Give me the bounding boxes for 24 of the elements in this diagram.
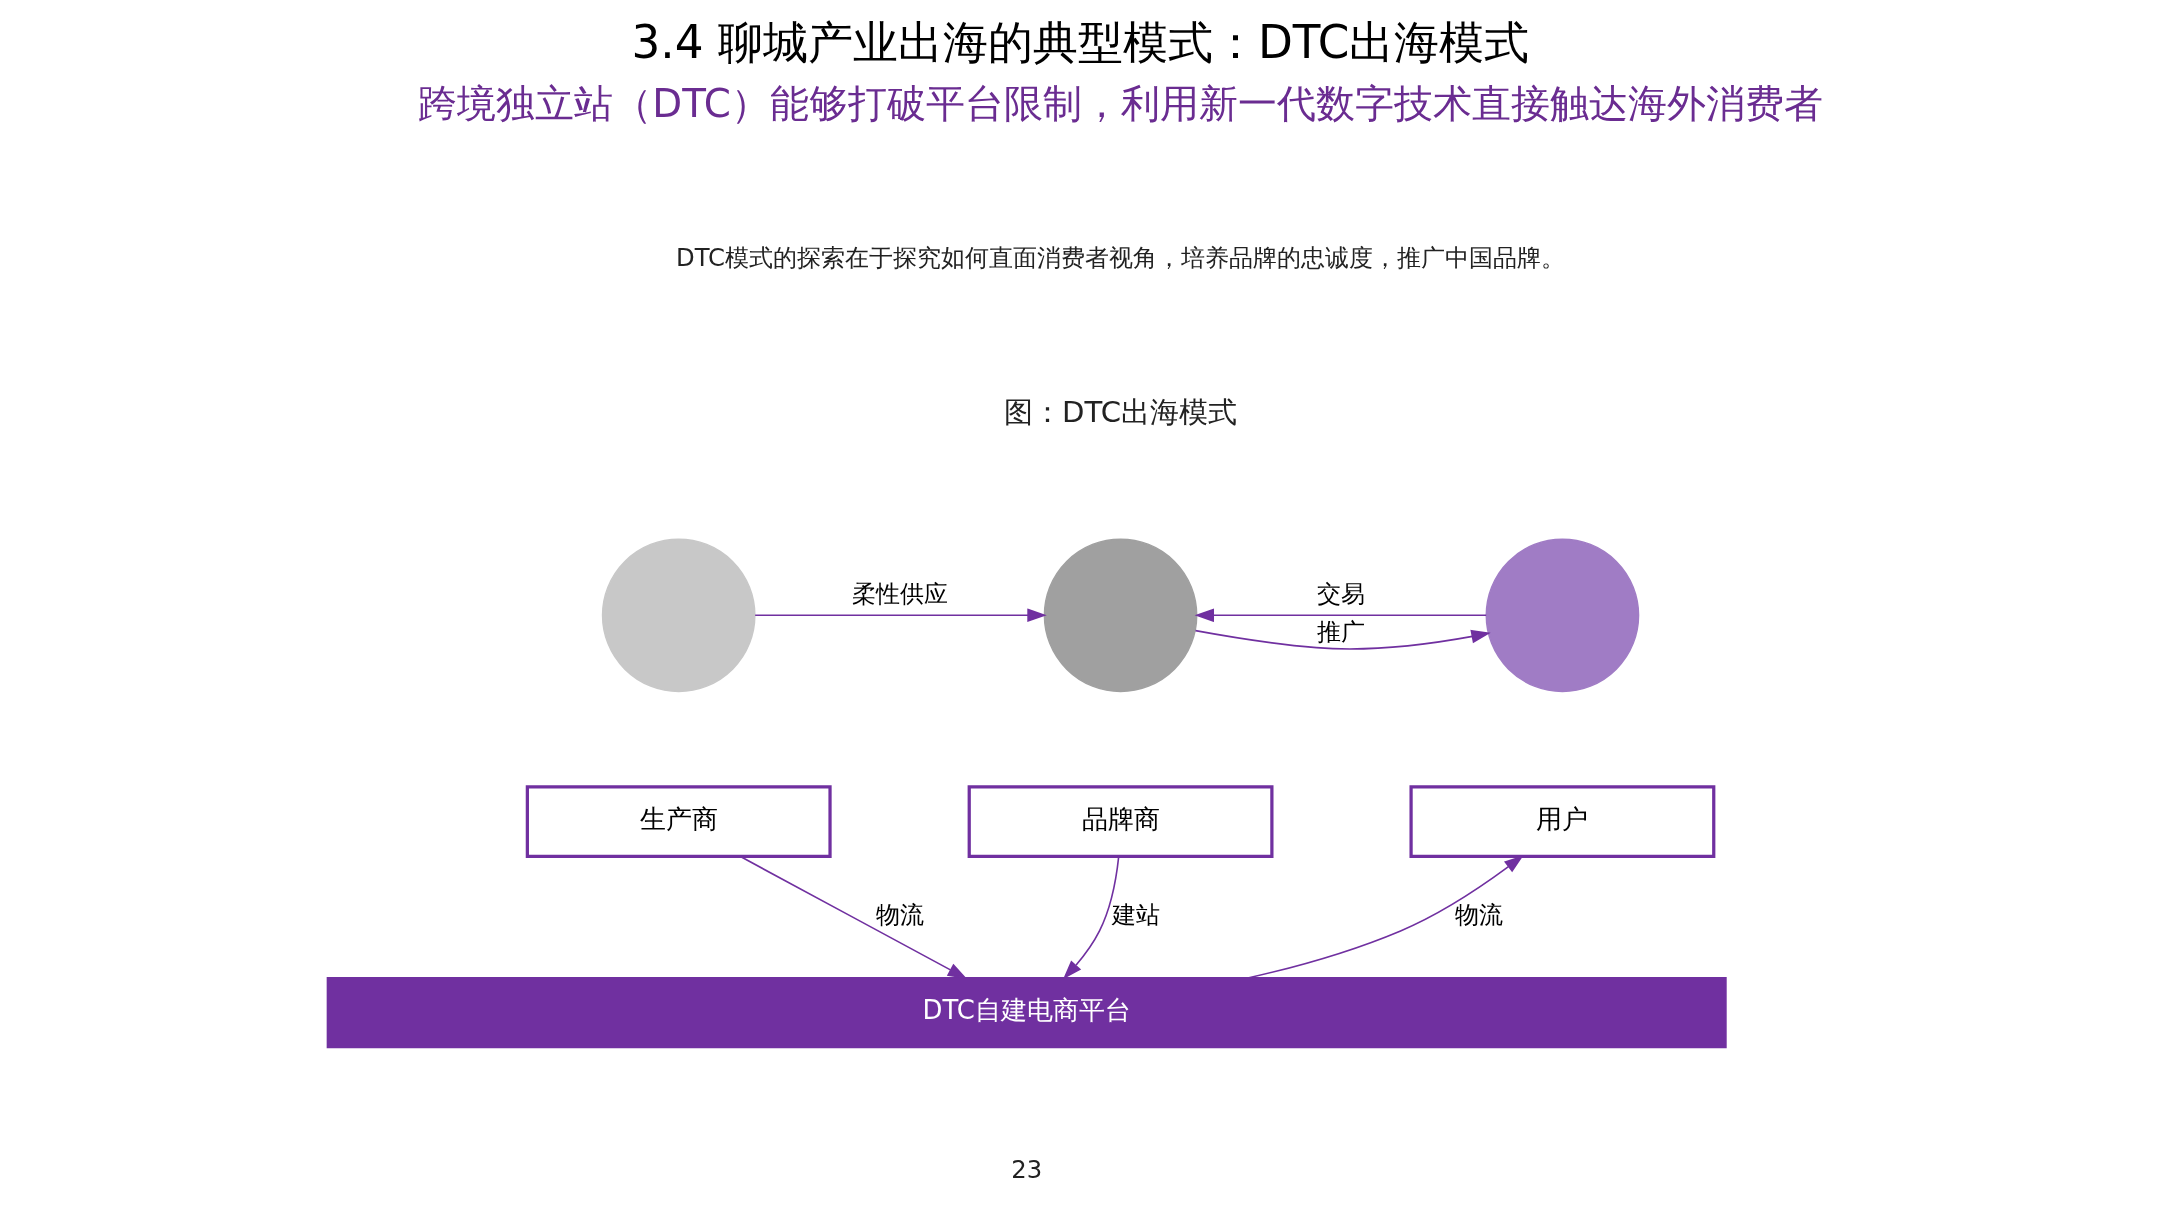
node-person bbox=[601, 538, 756, 693]
label: DTC模式的探索在于探究如何直面消费者视角，培养品牌的忠诚度，推广中国品牌。 bbox=[675, 243, 1565, 273]
edge-label: 交易 bbox=[1316, 580, 1365, 608]
node-box: 品牌商 bbox=[967, 785, 1273, 859]
edge-label: 物流 bbox=[875, 900, 924, 928]
label: 图：DTC出海模式 bbox=[1003, 394, 1237, 429]
node-person bbox=[1485, 538, 1639, 693]
edge-label: 建站 bbox=[1111, 900, 1160, 928]
diagram-title: 3.4 聊城产业出海的典型模式：DTC出海模式 bbox=[631, 15, 1529, 69]
arrow bbox=[1194, 629, 1491, 650]
node-box: DTC自建电商平台 bbox=[326, 977, 1727, 1049]
label: 23 bbox=[1010, 1154, 1042, 1184]
arrow bbox=[1247, 855, 1524, 979]
arrow bbox=[1194, 608, 1487, 623]
edge-label: 物流 bbox=[1454, 900, 1503, 928]
arrow bbox=[753, 608, 1047, 623]
label: 跨境独立站（DTC）能够打破平台限制，利用新一代数字技术直接触达海外消费者 bbox=[417, 81, 1823, 127]
edge-label: 推广 bbox=[1316, 617, 1365, 645]
node-box: 生产商 bbox=[525, 785, 832, 859]
node-box: 用户 bbox=[1408, 785, 1715, 859]
arrow bbox=[739, 856, 967, 979]
arrow bbox=[1062, 856, 1119, 980]
node-person bbox=[1043, 538, 1197, 693]
edge-label: 柔性供应 bbox=[851, 580, 948, 608]
